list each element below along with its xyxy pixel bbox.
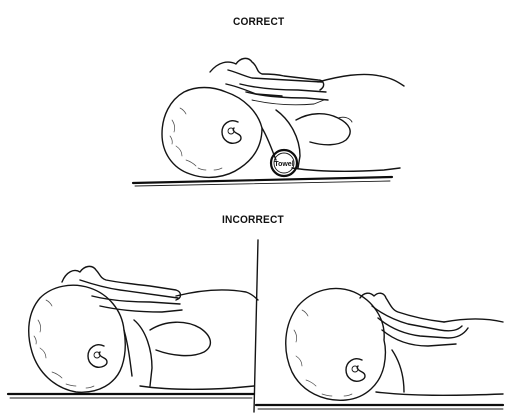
correct-infant-face bbox=[210, 58, 324, 90]
incorrect-left-airway-lower bbox=[92, 296, 180, 304]
correct-shoulder-roll: Towel bbox=[271, 150, 297, 176]
correct-airway-inner bbox=[246, 92, 328, 100]
correct-infant-torso-lower bbox=[292, 168, 400, 171]
incorrect-left-head-shading bbox=[34, 300, 94, 388]
incorrect-left-torso-lower bbox=[140, 386, 254, 389]
correct-trachea bbox=[252, 100, 324, 105]
incorrect-left-arm bbox=[150, 322, 210, 355]
correct-towel-label: Towel bbox=[274, 161, 293, 168]
incorrect-panel-right bbox=[256, 288, 503, 409]
incorrect-right-chest bbox=[392, 350, 404, 392]
correct-head-shading bbox=[170, 108, 222, 170]
incorrect-right-head-shading bbox=[294, 310, 352, 396]
incorrect-left-head bbox=[29, 285, 126, 392]
incorrect-right-head bbox=[286, 288, 386, 400]
correct-panel: Towel bbox=[133, 58, 404, 186]
incorrect-left-airway-inner bbox=[100, 306, 182, 312]
incorrect-left-torso-upper bbox=[176, 290, 258, 300]
incorrect-left-airway-upper bbox=[80, 280, 178, 298]
incorrect-right-torso-upper bbox=[444, 319, 503, 322]
incorrect-right-airway-upper bbox=[372, 306, 462, 331]
correct-infant-ear bbox=[222, 121, 241, 144]
correct-infant-torso-upper bbox=[318, 74, 404, 86]
incorrect-right-ear bbox=[346, 359, 365, 382]
incorrect-left-ear bbox=[88, 345, 107, 368]
correct-infant-arm bbox=[296, 114, 350, 145]
incorrect-left-face bbox=[62, 266, 181, 300]
incorrect-right-torso-lower bbox=[376, 392, 503, 395]
correct-airway-lower bbox=[240, 84, 326, 92]
incorrect-right-face bbox=[360, 293, 444, 322]
incorrect-panel-left bbox=[8, 266, 258, 398]
incorrect-left-chest bbox=[134, 320, 152, 386]
correct-infant-head bbox=[162, 88, 262, 178]
correct-airway-upper bbox=[228, 70, 322, 82]
